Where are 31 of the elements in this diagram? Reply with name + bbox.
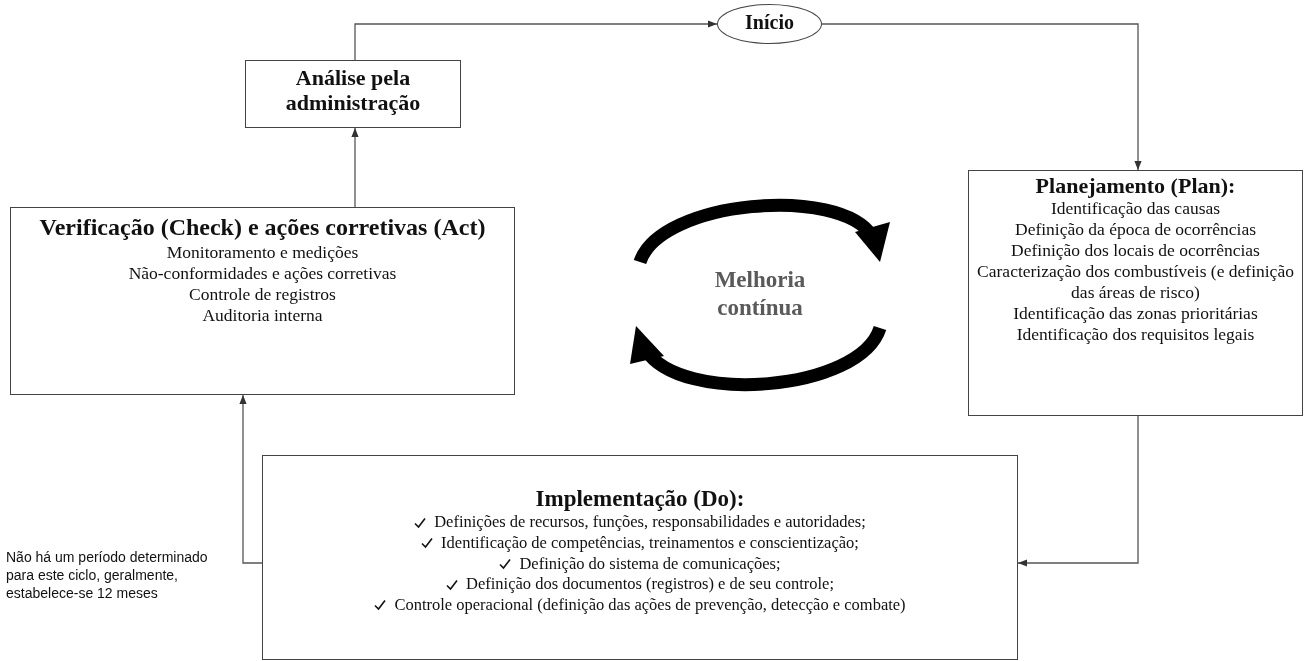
cycle-label: Melhoria contínua: [713, 266, 807, 322]
process-box: [245, 60, 461, 128]
list-item: Definição da época de ocorrências: [1015, 219, 1256, 241]
list-item: Identificação dos requisitos legais: [1016, 324, 1255, 346]
connector-arrow: [354, 20, 718, 61]
note-text: Não há um período determinado para este ciclo, geralmente, estabelece-se 12 meses: [6, 548, 209, 603]
box-heading: Planejamento (Plan):: [1035, 173, 1236, 199]
list-item: Definição do sistema de comunicações;: [519, 553, 781, 575]
list-item: Caracterização dos combustíveis (e definição das áreas de risco): [976, 261, 1295, 304]
process-box: [968, 170, 1303, 416]
list-item: Identificação das causas: [1050, 198, 1221, 220]
list-item: Definições de recursos, funções, responsabilidades e autoridades;: [434, 512, 866, 534]
box-heading: Verificação (Check) e ações corretivas (Act): [39, 214, 486, 242]
list-item: Não-conformidades e ações corretivas: [128, 262, 397, 284]
process-box: [262, 455, 1018, 660]
connector-arrow: [1017, 415, 1139, 567]
list-item: Identificação das zonas prioritárias: [1013, 303, 1258, 325]
list-item: Auditoria interna: [202, 304, 323, 326]
box-heading: Análise pela administração: [284, 65, 422, 116]
list-item: Controle de registros: [189, 283, 336, 305]
connector-arrow: [351, 127, 359, 208]
connector-arrow: [239, 394, 263, 564]
list-item: Monitoramento e medições: [166, 241, 359, 263]
connector-arrow: [821, 23, 1142, 171]
box-heading: Início: [745, 11, 794, 34]
process-box: [10, 207, 515, 395]
list-item: Controle operacional (definição das ações de prevenção, detecção e combate): [394, 594, 906, 616]
list-item: Identificação de competências, treinamentos e conscientização;: [441, 533, 859, 554]
list-item: Definição dos documentos (registros) e de seu controle;: [466, 574, 834, 595]
list-item: Definição dos locais de ocorrências: [1011, 240, 1260, 262]
box-heading: Implementação (Do):: [535, 486, 745, 513]
